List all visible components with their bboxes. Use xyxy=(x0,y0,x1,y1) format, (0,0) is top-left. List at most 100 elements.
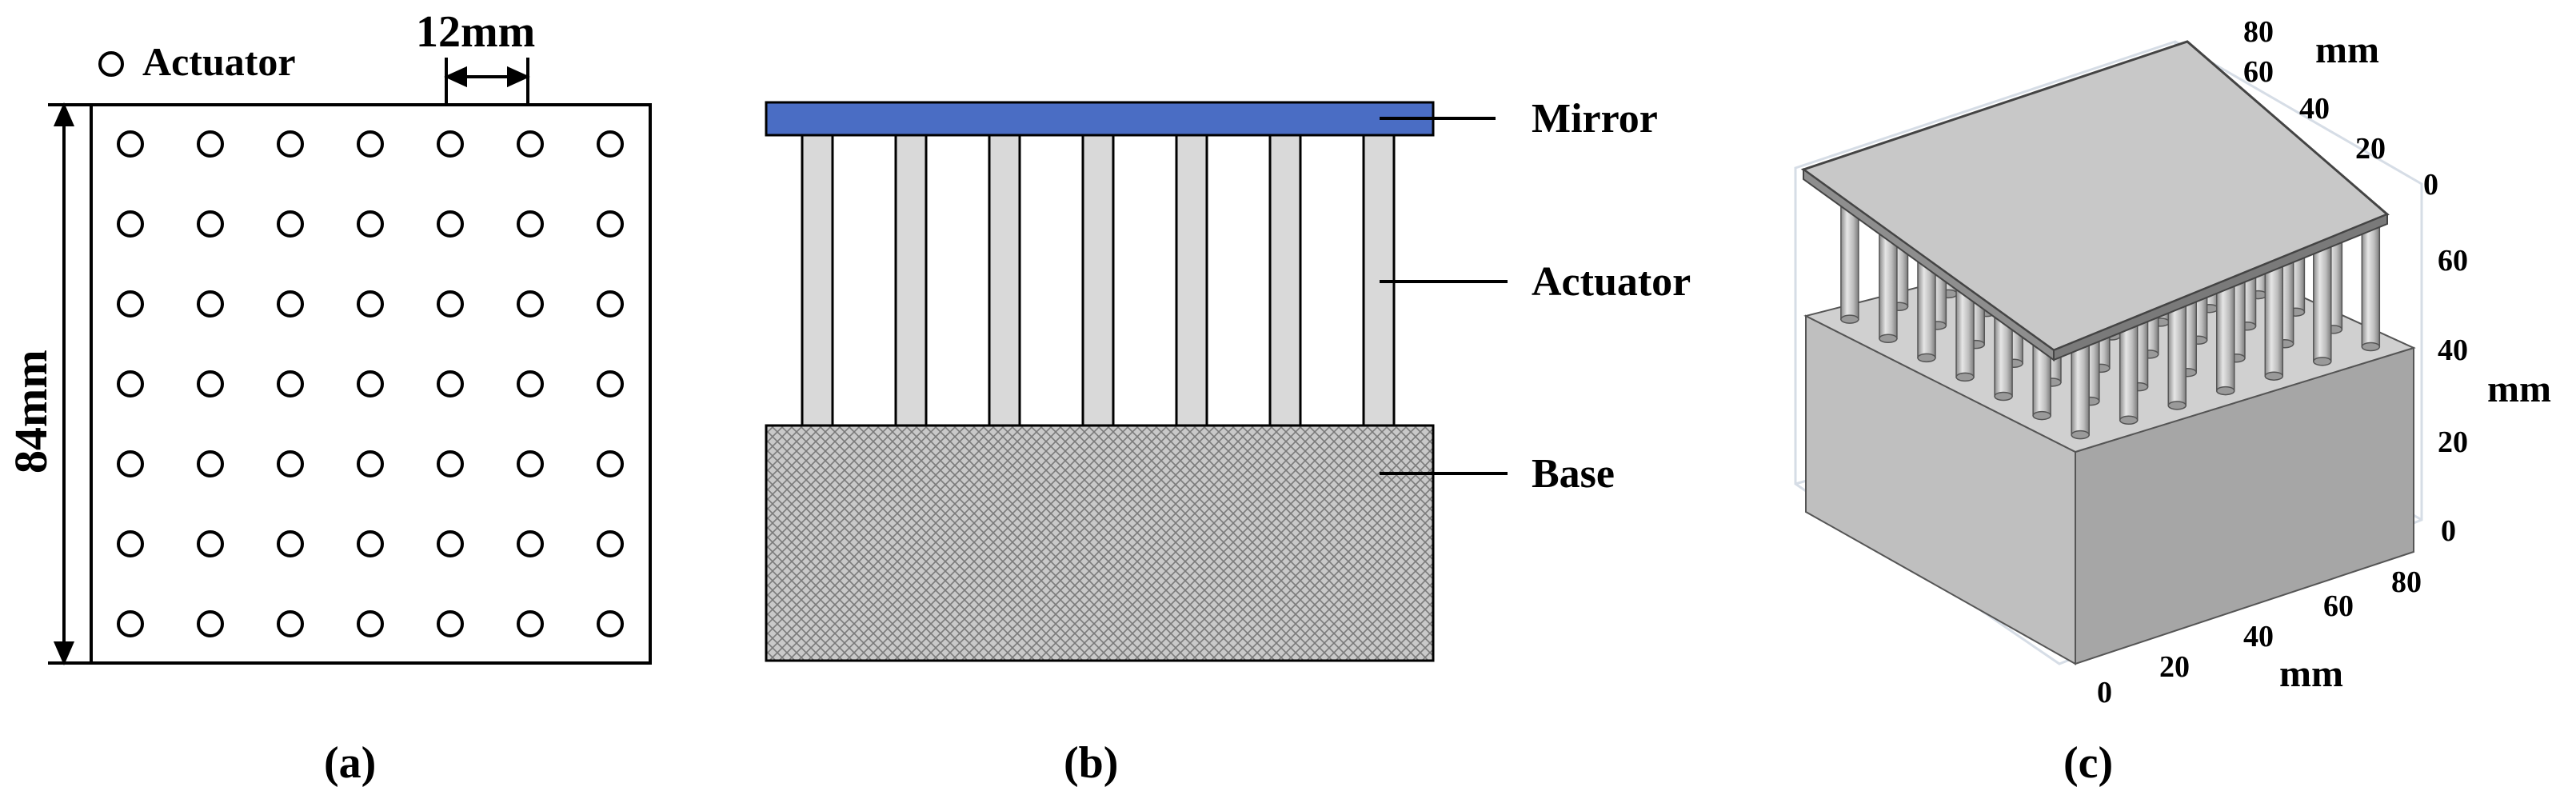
actuator-column xyxy=(1081,134,1115,427)
actuator-column xyxy=(1175,134,1208,427)
top-axis-tick: 0 xyxy=(2423,168,2438,202)
actuator-circle xyxy=(357,450,384,477)
actuator-circle xyxy=(437,130,464,158)
actuator-circle xyxy=(357,610,384,637)
actuator-circle xyxy=(197,290,224,318)
actuator-label: Actuator xyxy=(1532,259,1691,305)
actuator-column xyxy=(1268,134,1302,427)
caption-c: (c) xyxy=(2063,738,2113,788)
actuator-column xyxy=(801,134,834,427)
pitch-label: 12mm xyxy=(416,7,535,57)
actuator-circle xyxy=(597,130,624,158)
actuator-circle xyxy=(277,610,304,637)
legend-actuator-label: Actuator xyxy=(142,39,296,84)
actuator-circle xyxy=(437,530,464,557)
actuator-pillar-foot xyxy=(2313,357,2332,366)
actuator-circle xyxy=(597,610,624,637)
bottom-axis-tick: 0 xyxy=(2097,676,2112,709)
actuator-pillar-foot xyxy=(1840,314,1859,324)
actuator-circle xyxy=(117,530,144,557)
panel-c: 80 60 40 20 0 mm 60 40 20 0 mm 80 60 40 … xyxy=(1794,15,2551,788)
actuator-circle xyxy=(197,610,224,637)
actuator-circle xyxy=(117,130,144,158)
actuator-circle xyxy=(597,370,624,398)
actuator-columns xyxy=(801,134,1396,427)
actuator-circle xyxy=(277,290,304,318)
bottom-axis-tick: 80 xyxy=(2391,565,2422,599)
actuator-pillar-foot xyxy=(2361,342,2381,352)
panel-a: Actuator 12mm 84mm (a) xyxy=(5,7,652,788)
actuator-circle xyxy=(277,530,304,557)
top-axis-tick: 80 xyxy=(2243,15,2274,49)
actuator-pillar-foot xyxy=(1917,353,1936,363)
actuator-circle xyxy=(597,530,624,557)
size-dimension-arrow xyxy=(48,102,91,666)
actuator-circle xyxy=(437,210,464,238)
actuator-circle xyxy=(117,450,144,477)
actuator-circle xyxy=(357,210,384,238)
actuator-circle xyxy=(117,210,144,238)
actuator-pillar-foot xyxy=(2216,386,2235,396)
plate-outline xyxy=(90,103,652,665)
actuator-pillar-foot xyxy=(1994,391,2013,402)
vertical-axis-tick: 40 xyxy=(2438,334,2468,367)
actuator-pillar-foot xyxy=(2264,371,2284,381)
actuator-circle xyxy=(517,290,544,318)
bottom-axis-tick: 60 xyxy=(2323,589,2354,623)
actuator-pillar-foot xyxy=(2119,415,2139,425)
actuator-circle xyxy=(437,290,464,318)
actuator-circle xyxy=(357,370,384,398)
base-block xyxy=(765,424,1435,662)
actuator-grid xyxy=(117,130,624,637)
bottom-axis-tick: 40 xyxy=(2243,620,2274,653)
mirror-plate xyxy=(765,101,1435,137)
actuator-circle xyxy=(277,450,304,477)
panel-b: Mirror Actuator Base (b) xyxy=(765,96,1691,788)
legend-actuator-icon xyxy=(98,51,124,77)
vertical-axis-tick: 0 xyxy=(2441,514,2456,548)
actuator-circle xyxy=(597,290,624,318)
actuator-pillar-foot xyxy=(2032,410,2051,421)
actuator-circle xyxy=(437,610,464,637)
actuator-circle xyxy=(597,450,624,477)
base-label: Base xyxy=(1532,451,1615,497)
actuator-pillar-foot xyxy=(1955,372,1975,382)
actuator-circle xyxy=(437,370,464,398)
actuator-pillar-foot xyxy=(1879,334,1898,344)
actuator-circle xyxy=(197,210,224,238)
vertical-axis: 60 40 20 0 mm xyxy=(2438,244,2551,548)
actuator-circle xyxy=(517,610,544,637)
actuator-column xyxy=(894,134,928,427)
actuator-pillar-foot xyxy=(2167,401,2187,410)
actuator-column xyxy=(988,134,1021,427)
caption-b: (b) xyxy=(1064,738,1118,788)
actuator-circle xyxy=(277,210,304,238)
actuator-circle xyxy=(277,370,304,398)
actuator-pillar-foot xyxy=(2071,429,2090,440)
top-axis-tick: 60 xyxy=(2243,55,2274,89)
actuator-circle xyxy=(117,610,144,637)
bottom-axis: 80 60 40 20 0 mm xyxy=(2097,565,2422,709)
vertical-axis-unit: mm xyxy=(2487,368,2551,410)
actuator-circle xyxy=(197,130,224,158)
actuator-circle xyxy=(357,290,384,318)
actuator-circle xyxy=(517,450,544,477)
size-label: 84mm xyxy=(5,350,57,473)
caption-a: (a) xyxy=(324,738,376,788)
actuator-circle xyxy=(517,210,544,238)
actuator-circle xyxy=(277,130,304,158)
bottom-axis-tick: 20 xyxy=(2159,650,2190,684)
top-axis-tick: 40 xyxy=(2299,92,2330,126)
actuator-circle xyxy=(357,530,384,557)
actuator-circle xyxy=(597,210,624,238)
vertical-axis-tick: 20 xyxy=(2438,425,2468,459)
actuator-circle xyxy=(197,530,224,557)
top-axis-tick: 20 xyxy=(2355,132,2386,166)
actuator-circle xyxy=(517,530,544,557)
top-axis: 80 60 40 20 0 mm xyxy=(2243,15,2438,202)
actuator-circle xyxy=(517,130,544,158)
actuator-circle xyxy=(357,130,384,158)
mirror-label: Mirror xyxy=(1532,96,1658,142)
actuator-circle xyxy=(437,450,464,477)
